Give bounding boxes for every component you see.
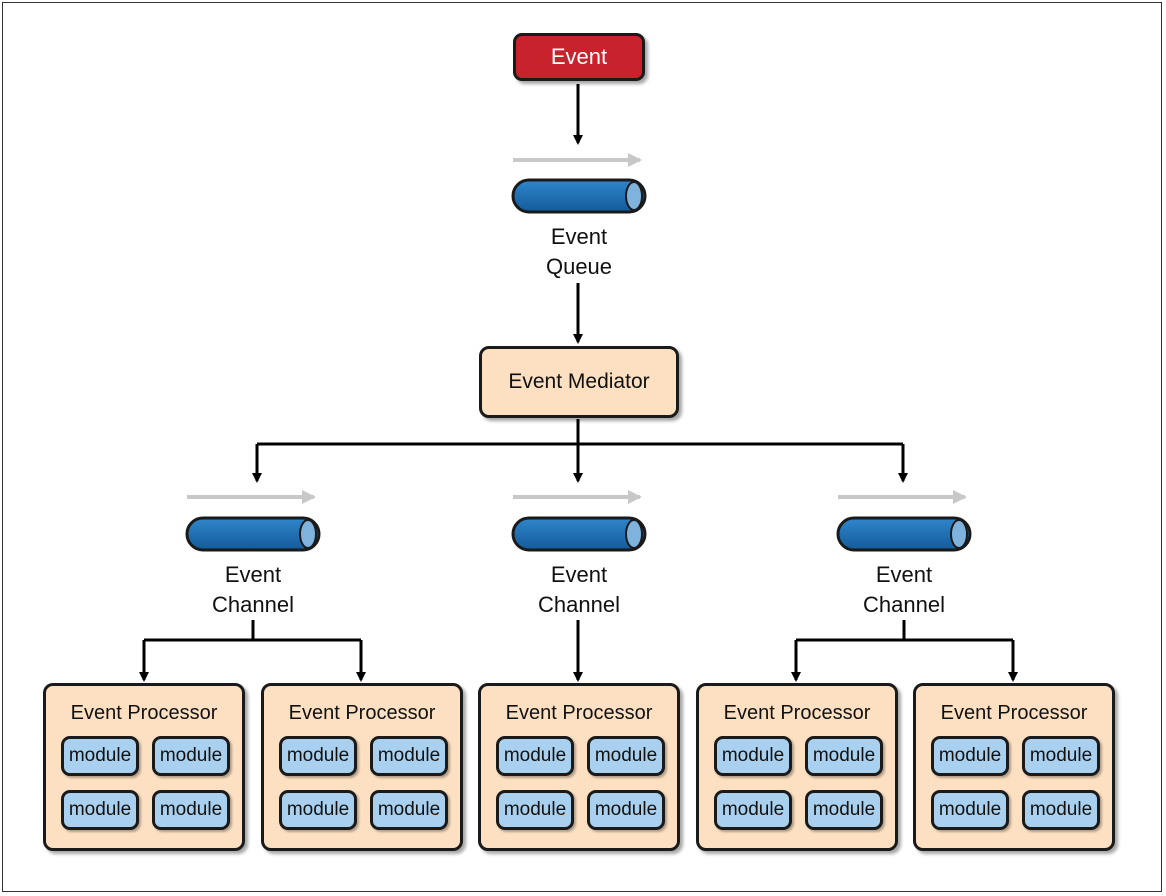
event-processor-title: Event Processor — [288, 702, 436, 724]
module-box: module — [587, 790, 665, 830]
module-box: module — [496, 736, 574, 776]
event-processor-4: Event Processor module module module mod… — [696, 683, 898, 851]
event-box: Event — [513, 33, 645, 81]
module-box: module — [61, 790, 139, 830]
module-box: module — [496, 790, 574, 830]
module-box: module — [152, 736, 230, 776]
event-processor-1: Event Processor module module module mod… — [43, 683, 245, 851]
module-box: module — [714, 736, 792, 776]
module-box: module — [805, 736, 883, 776]
module-box: module — [931, 790, 1009, 830]
channel-label-line1: Event — [224, 562, 282, 587]
module-box: module — [61, 736, 139, 776]
event-channel-2-pipe — [511, 516, 647, 552]
event-channel-1-label: Event Channel — [153, 560, 353, 620]
event-processor-5: Event Processor module module module mod… — [913, 683, 1115, 851]
channel-3-fanout — [791, 620, 1018, 682]
module-box: module — [714, 790, 792, 830]
channel-label-line1: Event — [550, 562, 608, 587]
event-channel-2-label: Event Channel — [479, 560, 679, 620]
module-box: module — [805, 790, 883, 830]
module-box: module — [931, 736, 1009, 776]
module-box: module — [370, 790, 448, 830]
event-processor-3: Event Processor module module module mod… — [478, 683, 680, 851]
event-mediator-box: Event Mediator — [479, 346, 679, 418]
channel-label-line1: Event — [875, 562, 933, 587]
module-box: module — [370, 736, 448, 776]
module-box: module — [279, 736, 357, 776]
module-box: module — [1022, 790, 1100, 830]
event-queue-label-line1: Event — [550, 224, 608, 249]
event-queue-pipe — [511, 178, 647, 214]
event-queue-label-line2: Queue — [545, 254, 613, 279]
module-box: module — [152, 790, 230, 830]
event-processor-title: Event Processor — [505, 702, 653, 724]
channel-label-line2: Channel — [212, 592, 294, 617]
event-channel-3-pipe — [836, 516, 972, 552]
module-box: module — [279, 790, 357, 830]
module-box: module — [587, 736, 665, 776]
event-queue-label: Event Queue — [479, 222, 679, 282]
event-channel-3-label: Event Channel — [804, 560, 1004, 620]
event-processor-title: Event Processor — [940, 702, 1088, 724]
event-processor-title: Event Processor — [70, 702, 218, 724]
event-processor-2: Event Processor module module module mod… — [261, 683, 463, 851]
channel-label-line2: Channel — [863, 592, 945, 617]
channel-label-line2: Channel — [538, 592, 620, 617]
event-channel-1-pipe — [185, 516, 321, 552]
module-box: module — [1022, 736, 1100, 776]
channel-1-fanout — [139, 620, 366, 682]
event-processor-title: Event Processor — [723, 702, 871, 724]
mediator-fanout — [252, 419, 908, 483]
